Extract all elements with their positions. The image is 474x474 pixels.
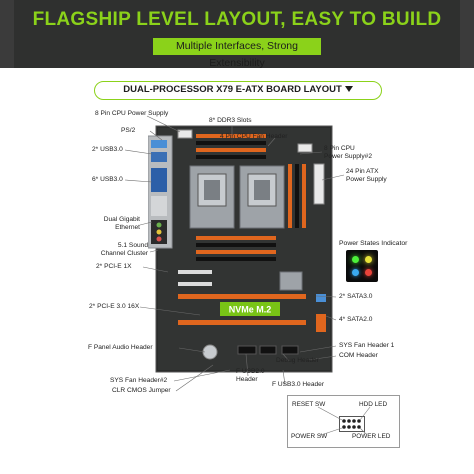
label-pcie-16x: 2* PCI-E 3.0 16X xyxy=(89,303,140,310)
label-sata30: 2* SATA3.0 xyxy=(339,293,373,300)
label-ps2: PS/2 xyxy=(121,127,136,134)
banner-accent-right xyxy=(460,0,474,68)
label-cpu-power-2-line1: 8 Pin CPU xyxy=(324,145,355,152)
label-usb30-top: 2* USB3.0 xyxy=(92,146,123,153)
dimm-slots-top xyxy=(196,134,266,159)
banner-title: FLAGSHIP LEVEL LAYOUT, EASY TO BUILD xyxy=(32,9,442,30)
label-f-usb30-header: F USB3.0 Header xyxy=(272,381,325,388)
nvme-m2-slot xyxy=(220,302,280,316)
label-usb30-mid: 6* USB3.0 xyxy=(92,176,123,183)
label-sound-cluster: 5.1 Sound Channel Cluster xyxy=(92,242,148,258)
label-gigabit-line2: Ethernet xyxy=(115,224,140,231)
label-sys-fan-2: SYS Fan Header#2 xyxy=(110,377,168,384)
front-panel-pins-icon xyxy=(339,416,365,432)
label-sound-line1: 5.1 Sound xyxy=(117,242,148,249)
motherboard-image: NVMe M.2 xyxy=(148,125,333,373)
cpu-socket-2 xyxy=(239,165,285,229)
blue-led-icon xyxy=(352,269,359,276)
label-cpu-fan-header: 4 Pin CPU Fan Header xyxy=(220,133,288,140)
label-hdd-led: HDD LED xyxy=(359,401,388,408)
label-debug-header: Debug Header xyxy=(276,357,319,364)
label-cpu-power-2-line2: Power Supply#2 xyxy=(324,153,373,160)
label-pcie-1x: 2* PCI-E 1X xyxy=(96,263,132,270)
red-led-icon xyxy=(365,269,372,276)
label-sys-fan-1: SYS Fan Header 1 xyxy=(339,342,395,349)
label-gigabit-line1: Dual Gigabit xyxy=(103,216,140,223)
label-sound-line2: Channel Cluster xyxy=(100,250,148,257)
label-clr-cmos: CLR CMOS Jumper xyxy=(112,387,171,394)
power-states-title: Power States Indicator xyxy=(339,240,408,247)
label-power-sw: POWER SW xyxy=(291,433,328,440)
board-layout-label-text: DUAL-PROCESSOR X79 E-ATX BOARD LAYOUT xyxy=(123,84,342,95)
label-f-usb20-line1: F USB2.0 xyxy=(236,368,265,375)
dimm-slots-mid xyxy=(196,236,276,261)
label-sata20: 4* SATA2.0 xyxy=(339,316,373,323)
yellow-led-icon xyxy=(365,256,372,263)
label-atx-24pin-line1: 24 Pin ATX xyxy=(346,168,379,175)
label-atx-24pin: 24 Pin ATX Power Supply xyxy=(346,168,387,184)
green-led-icon xyxy=(352,256,359,263)
label-atx-24pin-line2: Power Supply xyxy=(346,176,387,183)
label-cpu-power-8pin-2: 8 Pin CPU Power Supply#2 xyxy=(324,145,372,161)
power-states-indicator xyxy=(346,250,378,282)
label-f-panel-audio: F Panel Audio Header xyxy=(88,344,153,351)
board-layout-label: DUAL-PROCESSOR X79 E-ATX BOARD LAYOUT xyxy=(94,81,382,100)
header-banner: FLAGSHIP LEVEL LAYOUT, EASY TO BUILD Mul… xyxy=(0,0,474,69)
label-gigabit-ethernet: Dual Gigabit Ethernet xyxy=(96,216,140,232)
label-cpu-power-8pin: 8 Pin CPU Power Supply xyxy=(95,110,169,117)
caret-down-icon xyxy=(344,86,353,93)
label-com-header: COM Header xyxy=(339,352,378,359)
label-f-usb20-line2: Header xyxy=(236,376,258,383)
cpu-socket-1 xyxy=(189,165,235,229)
banner-subtitle: Multiple Interfaces, Strong Extensibilit… xyxy=(153,38,321,69)
label-power-led: POWER LED xyxy=(352,433,391,440)
pcie-slots xyxy=(178,270,306,325)
label-f-usb20-header: F USB2.0 Header xyxy=(236,368,265,384)
nvme-label: NVMe M.2 xyxy=(229,305,272,315)
label-reset-sw: RESET SW xyxy=(292,401,326,408)
banner-accent-left xyxy=(0,0,14,68)
label-ddr3-slots: 8* DDR3 Slots xyxy=(209,117,252,124)
